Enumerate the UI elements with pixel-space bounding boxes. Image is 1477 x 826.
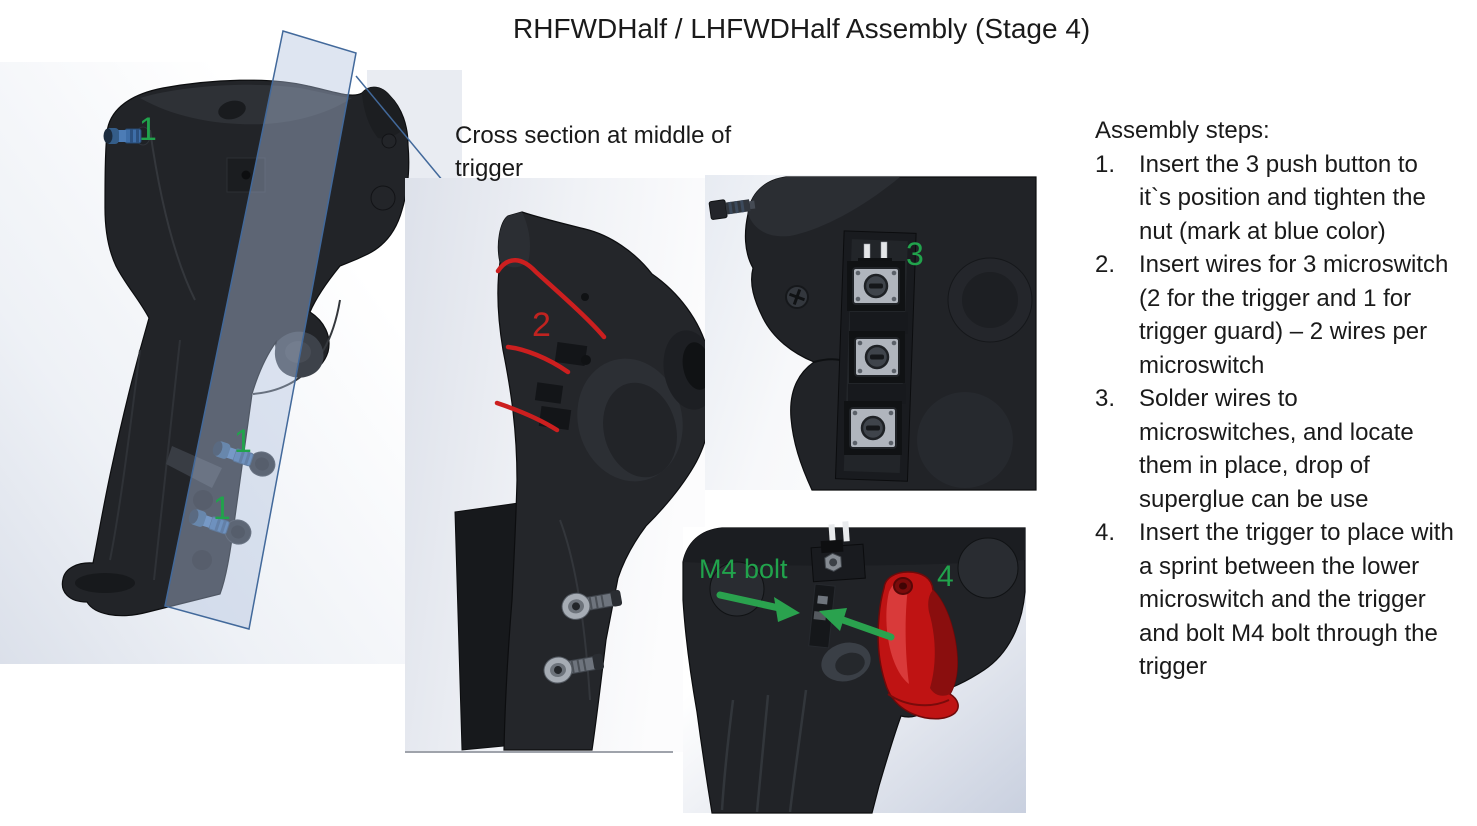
callout-m4-bolt: M4 bolt bbox=[699, 554, 788, 584]
loose-bolt bbox=[708, 199, 756, 220]
callout-push-button-2: 1 bbox=[234, 423, 252, 459]
push-button-middle bbox=[212, 441, 276, 477]
assembly-step: 2. Insert wires for 3 microswitch (2 for… bbox=[1095, 248, 1467, 382]
cross-section-caption: Cross section at middle of trigger bbox=[455, 122, 732, 182]
callout-wires: 2 bbox=[532, 306, 551, 344]
callout-trigger: 4 bbox=[937, 560, 954, 593]
callout-push-button-1: 1 bbox=[139, 111, 157, 147]
green-arrow-spring bbox=[819, 608, 895, 641]
section-pointer-line bbox=[355, 75, 444, 182]
green-arrow-m4 bbox=[716, 591, 800, 622]
assembly-step: 1. Insert the 3 push button to it`s posi… bbox=[1095, 148, 1467, 249]
step-number: 3. bbox=[1095, 385, 1116, 412]
step-text: Solder wires to microswitches, and locat… bbox=[1139, 385, 1414, 513]
assembly-steps-panel: Assembly steps: 1. Insert the 3 push but… bbox=[1095, 114, 1467, 684]
push-button-top bbox=[103, 126, 151, 146]
step-text: Insert the trigger to place with a sprin… bbox=[1139, 519, 1454, 680]
step-text: Insert wires for 3 microswitch (2 for th… bbox=[1139, 251, 1449, 379]
left-assembly-view-image bbox=[0, 30, 462, 664]
microswitch-1 bbox=[847, 261, 905, 311]
assembly-step: 4. Insert the trigger to place with a sp… bbox=[1095, 516, 1467, 684]
wire-curves bbox=[494, 258, 607, 433]
callout-push-button-3: 1 bbox=[213, 490, 231, 526]
step-text: Insert the 3 push button to it`s positio… bbox=[1139, 150, 1426, 245]
cross-section-view-image bbox=[405, 178, 717, 753]
assembly-steps-heading: Assembly steps: bbox=[1095, 117, 1270, 144]
trigger-microswitch bbox=[810, 521, 866, 583]
trigger-view-image bbox=[682, 521, 1026, 814]
bolt-lower bbox=[543, 653, 605, 684]
section-plane bbox=[164, 30, 357, 630]
red-trigger bbox=[877, 571, 959, 720]
step-number: 1. bbox=[1095, 150, 1116, 178]
push-button-bottom bbox=[188, 509, 252, 545]
phillips-screw bbox=[785, 285, 809, 309]
bolt-upper bbox=[561, 589, 623, 620]
microswitch-view-image bbox=[705, 175, 1037, 491]
step-number: 4. bbox=[1095, 519, 1116, 546]
callout-microswitch: 3 bbox=[906, 236, 924, 272]
assembly-step: 3. Solder wires to microswitches, and lo… bbox=[1095, 382, 1467, 516]
step-number: 2. bbox=[1095, 251, 1116, 278]
page-title: RHFWDHalf / LHFWDHalf Assembly (Stage 4) bbox=[513, 13, 1091, 44]
microswitch-2 bbox=[849, 331, 905, 383]
assembly-steps-list: 1. Insert the 3 push button to it`s posi… bbox=[1095, 148, 1467, 684]
microswitch-3 bbox=[844, 401, 902, 455]
